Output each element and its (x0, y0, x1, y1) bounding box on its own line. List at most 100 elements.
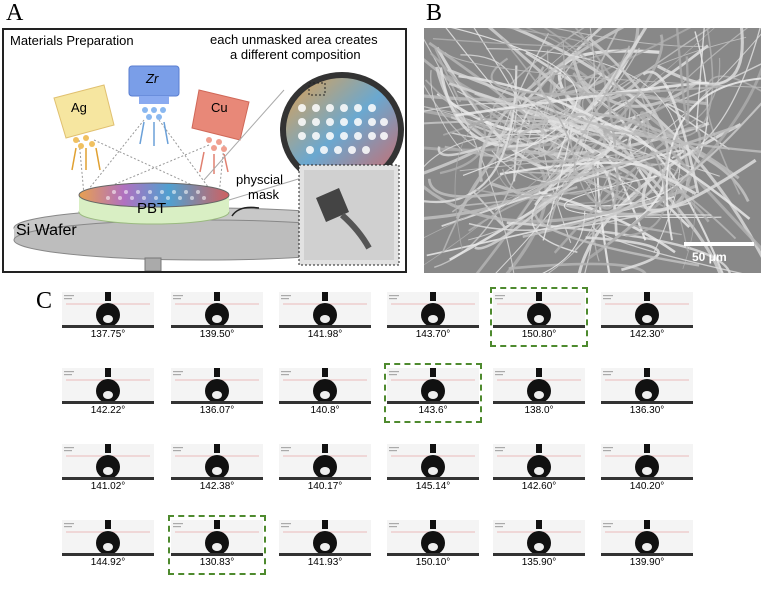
contact-angle-cell: 136.07° (171, 368, 263, 416)
contact-angle-value: 136.30° (629, 405, 665, 416)
scale-bar-label: 50 μm (692, 250, 727, 264)
annotation-line-2: a different composition (230, 47, 361, 62)
contact-angle-value: 138.0° (524, 405, 554, 416)
highlight-box (384, 363, 482, 423)
droplet-image (171, 520, 263, 556)
mask-arrow (231, 206, 260, 217)
contact-angle-value: 136.07° (199, 405, 235, 416)
contact-angle-value: 137.75° (90, 329, 126, 340)
contact-angle-value: 141.98° (307, 329, 343, 340)
contact-angle-cell: 139.90° (601, 520, 693, 568)
contact-angle-value: 142.38° (199, 481, 235, 492)
droplet-image (279, 520, 371, 556)
droplet-image (601, 368, 693, 404)
schematic-illustration (13, 65, 404, 271)
contact-angle-cell: 141.93° (279, 520, 371, 568)
ag-target-label: Ag (71, 100, 87, 115)
panel-label-b: B (426, 0, 443, 26)
contact-angle-cell: 140.8° (279, 368, 371, 416)
ag-target (53, 84, 115, 171)
cu-target-label: Cu (211, 100, 228, 115)
pbt-substrate (78, 182, 230, 225)
droplet-image (171, 444, 263, 480)
contact-angle-cell: 137.75° (62, 292, 154, 340)
contact-angle-value: 150.80° (521, 329, 557, 340)
contact-angle-cell: 140.20° (601, 444, 693, 492)
droplet-image (62, 368, 154, 404)
droplet-image (279, 368, 371, 404)
contact-angle-value: 145.14° (415, 481, 451, 492)
contact-angle-value: 139.90° (629, 557, 665, 568)
contact-angle-value: 143.70° (415, 329, 451, 340)
contact-angle-value: 140.20° (629, 481, 665, 492)
panel-label-c: C (36, 288, 53, 314)
contact-angle-cell: 141.02° (62, 444, 154, 492)
contact-angle-value: 141.93° (307, 557, 343, 568)
droplet-image (279, 292, 371, 328)
contact-angle-value: 141.02° (90, 481, 126, 492)
pbt-label: PBT (137, 200, 167, 217)
contact-angle-value: 139.50° (199, 329, 235, 340)
si-wafer-label: Si Wafer (16, 222, 77, 239)
droplet-image (387, 444, 479, 480)
droplet-image (493, 292, 585, 328)
contact-angle-value: 150.10° (415, 557, 451, 568)
droplet-image (601, 292, 693, 328)
droplet-image (601, 520, 693, 556)
contact-angle-cell: 142.30° (601, 292, 693, 340)
contact-angle-value: 144.92° (90, 557, 126, 568)
contact-angle-value: 140.8° (310, 405, 340, 416)
contact-angle-cell: 150.80° (493, 292, 585, 340)
contact-angle-cell: 142.60° (493, 444, 585, 492)
contact-angle-cell: 143.70° (387, 292, 479, 340)
cu-target (191, 89, 250, 174)
scale-bar (684, 242, 754, 246)
highlight-box (490, 287, 588, 347)
contact-angle-value: 140.17° (307, 481, 343, 492)
contact-angle-cell: 145.14° (387, 444, 479, 492)
droplet-image (62, 444, 154, 480)
zr-target-label: Zr (146, 71, 159, 86)
highlight-box (168, 515, 266, 575)
contact-angle-cell: 143.6° (387, 368, 479, 416)
droplet-image (387, 292, 479, 328)
droplet-image (493, 444, 585, 480)
contact-angle-cell: 140.17° (279, 444, 371, 492)
contact-angle-value: 142.60° (521, 481, 557, 492)
panel-label-a: A (6, 0, 24, 26)
mask-photo (298, 164, 400, 266)
contact-angle-value: 135.90° (521, 557, 557, 568)
droplet-image (62, 520, 154, 556)
contact-angle-cell: 150.10° (387, 520, 479, 568)
droplet-image (387, 368, 479, 404)
mask-label-line-1: physcial (236, 172, 283, 187)
droplet-image (171, 368, 263, 404)
zr-target (128, 65, 180, 146)
contact-angle-cell: 130.83° (171, 520, 263, 568)
droplet-image (493, 520, 585, 556)
contact-angle-cell: 138.0° (493, 368, 585, 416)
contact-angle-cell: 141.98° (279, 292, 371, 340)
contact-angle-value: 142.22° (90, 405, 126, 416)
contact-angle-cell: 135.90° (493, 520, 585, 568)
droplet-image (493, 368, 585, 404)
contact-angle-value: 130.83° (199, 557, 235, 568)
droplet-image (62, 292, 154, 328)
schematic-panel: Materials Preparation each unmasked area… (2, 28, 407, 273)
contact-angle-cell: 139.50° (171, 292, 263, 340)
contact-angle-value: 143.6° (418, 405, 448, 416)
droplet-image (279, 444, 371, 480)
contact-angle-cell: 144.92° (62, 520, 154, 568)
materials-preparation-heading: Materials Preparation (10, 33, 134, 48)
fiber-network-image (424, 28, 761, 273)
contact-angle-cell: 136.30° (601, 368, 693, 416)
contact-angle-value: 142.30° (629, 329, 665, 340)
sem-micrograph: 50 μm (424, 28, 761, 273)
annotation-line-1: each unmasked area creates (210, 32, 378, 47)
contact-angle-cell: 142.22° (62, 368, 154, 416)
mask-label-line-2: mask (248, 187, 280, 202)
droplet-image (387, 520, 479, 556)
droplet-image (601, 444, 693, 480)
contact-angle-cell: 142.38° (171, 444, 263, 492)
